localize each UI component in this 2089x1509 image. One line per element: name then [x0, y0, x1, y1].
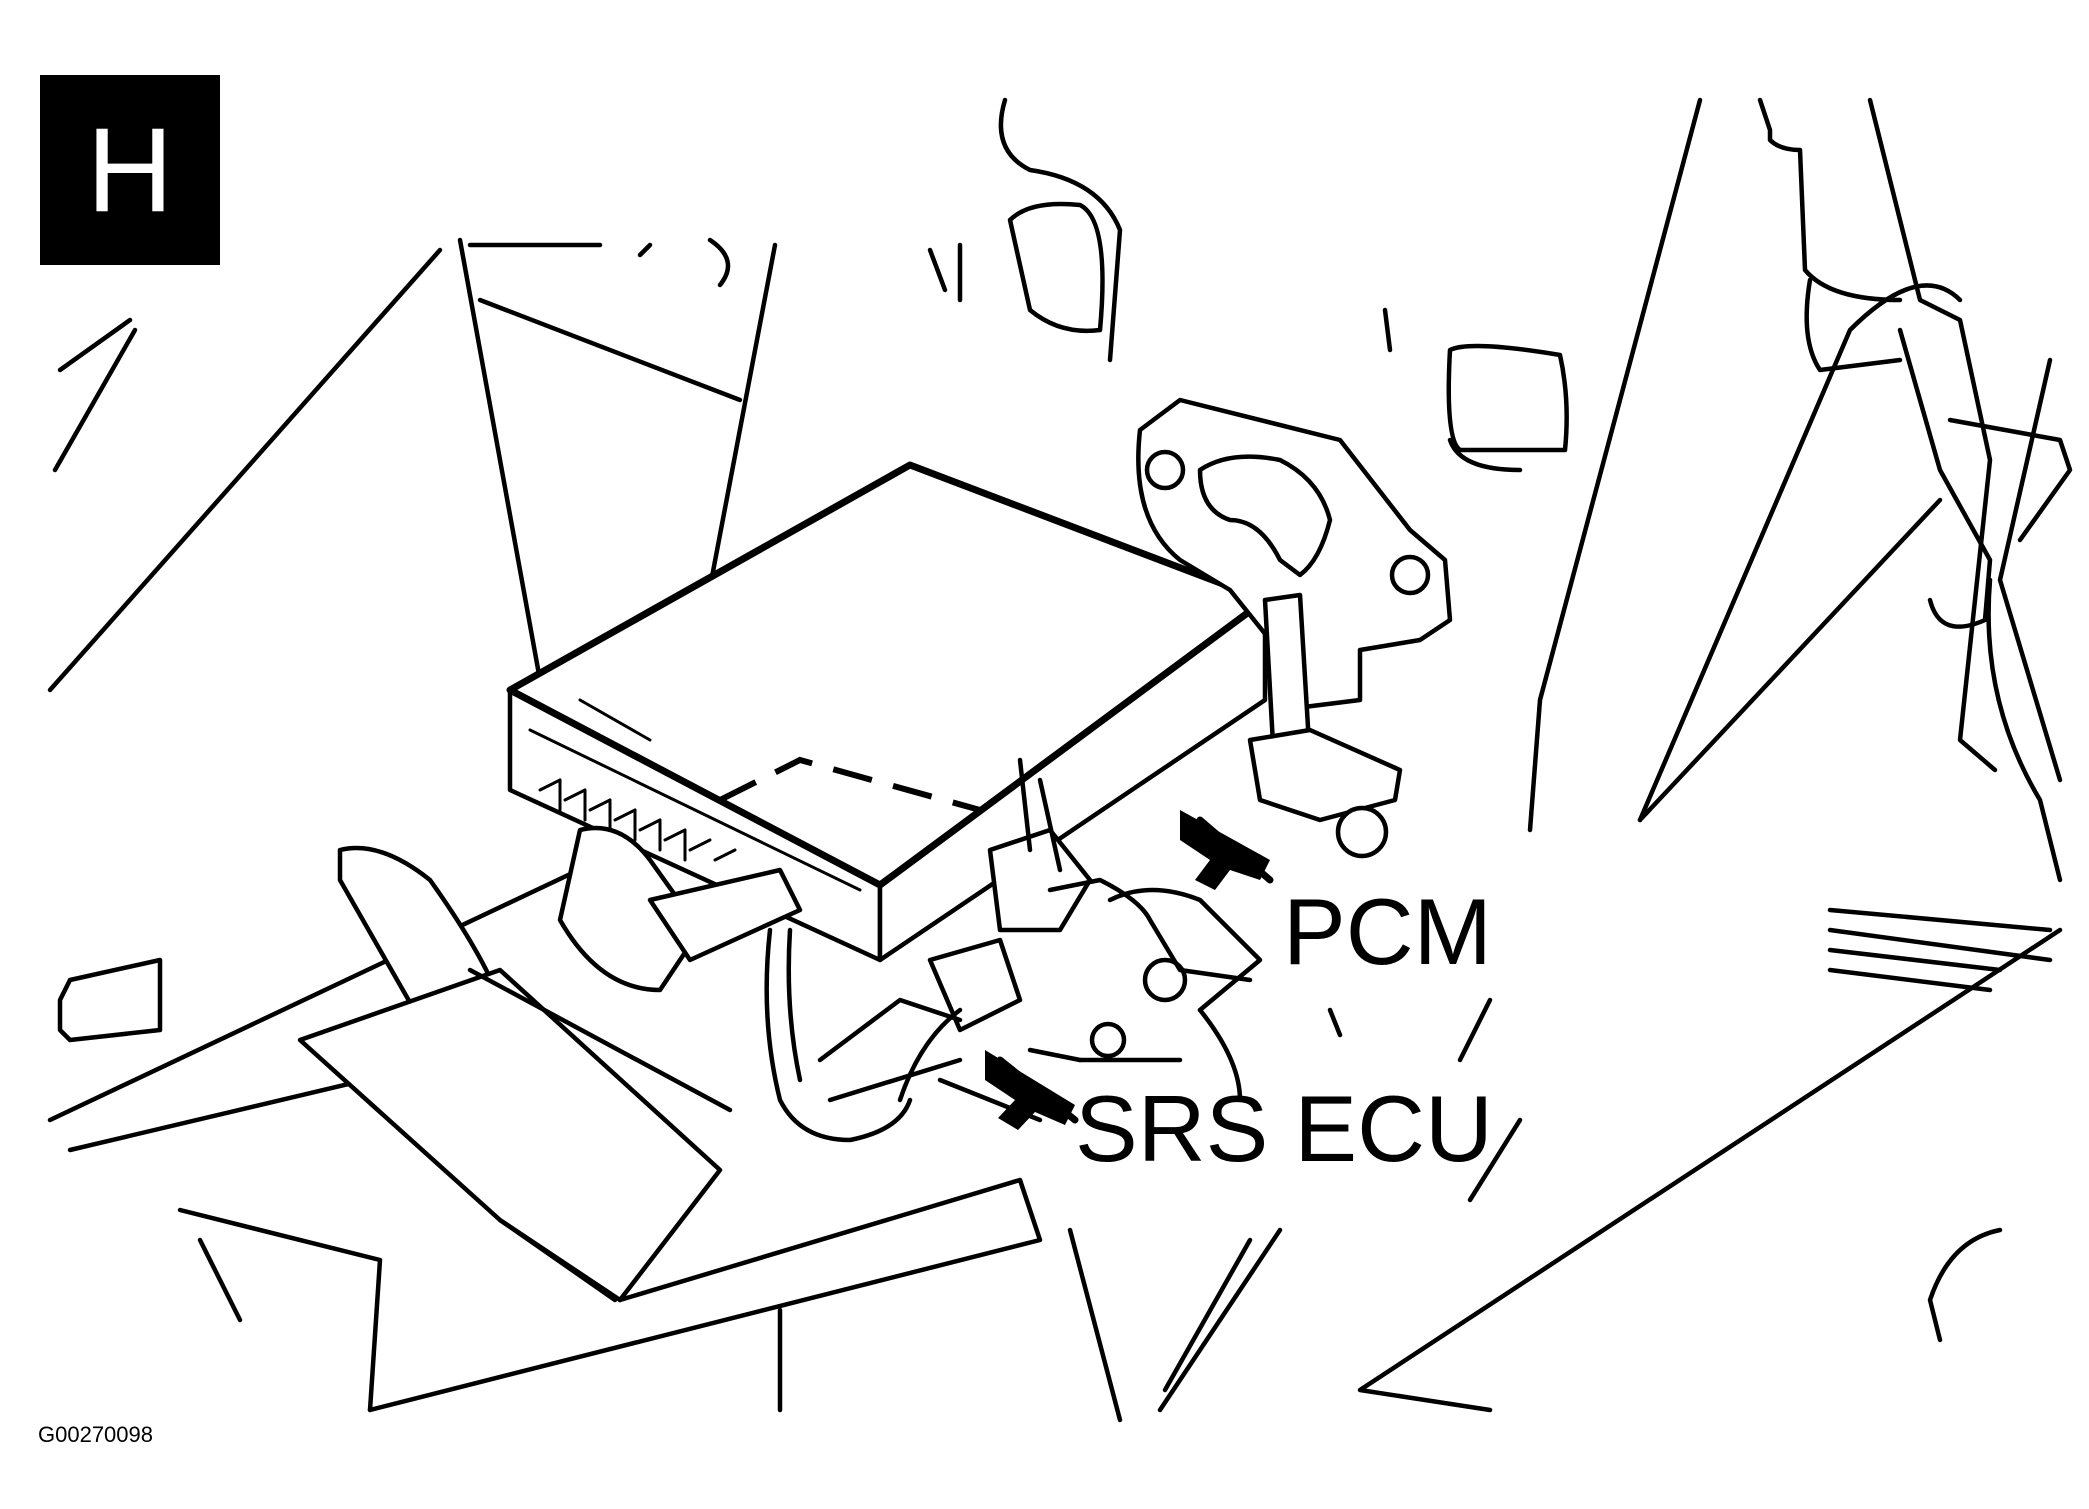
figure-badge-letter: H [86, 103, 174, 237]
pcm-leader-arrow [1180, 810, 1274, 890]
srs-ecu-label: SRS ECU [1075, 1076, 1493, 1181]
wiring-harness [557, 757, 1263, 1143]
console-shroud [297, 845, 733, 1303]
figure-badge: H [40, 75, 220, 265]
figure-id: G00270098 [38, 1422, 153, 1447]
srs-ecu-leader-arrow [985, 1050, 1079, 1130]
mounting-bracket [1089, 397, 1453, 1059]
pcm-label: PCM [1283, 879, 1492, 984]
